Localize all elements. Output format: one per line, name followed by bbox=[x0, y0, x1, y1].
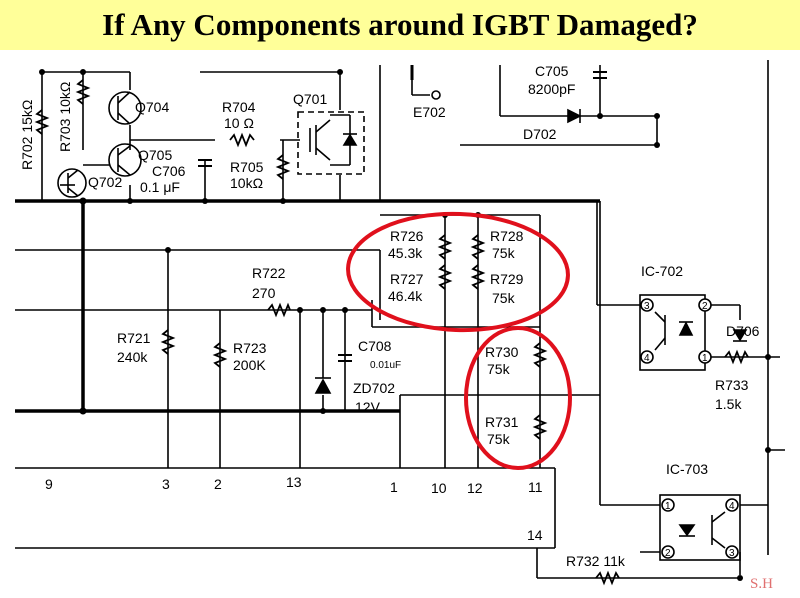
q705-label: Q705 bbox=[138, 147, 172, 163]
r703-label: R703 10kΩ bbox=[57, 82, 73, 152]
c706-value-label: 0.1 μF bbox=[140, 179, 180, 195]
ic703-label: IC-703 bbox=[666, 461, 708, 477]
c705-name-label: C705 bbox=[535, 63, 569, 79]
r726-name-label: R726 bbox=[390, 228, 424, 244]
d702-label: D702 bbox=[523, 126, 557, 142]
ic-pin-11: 11 bbox=[528, 479, 543, 495]
junction-dots bbox=[39, 69, 771, 581]
e702-terminal-icon bbox=[410, 65, 441, 100]
r721-name-label: R721 bbox=[117, 330, 151, 346]
ic703-pin-2: 2 bbox=[665, 548, 671, 559]
transistor-icons bbox=[57, 91, 142, 198]
ic702-pin-3: 3 bbox=[644, 301, 650, 312]
ic-pin-2: 2 bbox=[214, 476, 222, 492]
ic702-pin-1: 1 bbox=[702, 353, 708, 364]
r727-value-label: 46.4k bbox=[388, 288, 423, 304]
r721-value-label: 240k bbox=[117, 349, 148, 365]
zd702-value-label: 12V bbox=[355, 399, 381, 415]
r722-name-label: R722 bbox=[252, 265, 286, 281]
r731-name-label: R731 bbox=[485, 414, 519, 430]
resistors bbox=[34, 79, 749, 586]
r729-value-label: 75k bbox=[492, 290, 516, 306]
zd702-name-label: ZD702 bbox=[353, 380, 395, 396]
ic-pin-1: 1 bbox=[390, 479, 398, 495]
r705-name-label: R705 bbox=[230, 159, 264, 175]
igbt-q701-icon bbox=[297, 111, 365, 175]
r702-label: R702 15kΩ bbox=[19, 100, 35, 170]
highlight-ellipses bbox=[346, 211, 572, 470]
r730-value-label: 75k bbox=[487, 361, 511, 377]
r730-name-label: R730 bbox=[485, 344, 519, 360]
ic-pin-14: 14 bbox=[527, 527, 543, 543]
q701-label: Q701 bbox=[293, 91, 327, 107]
ic703-pin-1: 1 bbox=[665, 501, 671, 512]
r732-label: R732 11k bbox=[566, 553, 626, 569]
ic703-pin-3: 3 bbox=[729, 548, 735, 559]
slide-title: If Any Components around IGBT Damaged? bbox=[102, 7, 698, 42]
r733-value-label: 1.5k bbox=[715, 396, 742, 412]
r704-value-label: 10 Ω bbox=[224, 115, 254, 131]
r705-value-label: 10kΩ bbox=[230, 175, 263, 191]
e702-label: E702 bbox=[413, 104, 446, 120]
ic703-optocoupler-icon bbox=[659, 494, 741, 561]
q702-label: Q702 bbox=[88, 174, 122, 190]
c708-value-label: 0.01uF bbox=[370, 360, 401, 371]
d706-label: D706 bbox=[726, 323, 760, 339]
r704-name-label: R704 bbox=[222, 99, 256, 115]
ic702-pin-4: 4 bbox=[644, 353, 650, 364]
r729-name-label: R729 bbox=[490, 271, 524, 287]
ic-pin-10: 10 bbox=[431, 480, 447, 496]
ic-pin-12: 12 bbox=[467, 480, 483, 496]
r722-value-label: 270 bbox=[252, 285, 276, 301]
ic-pin-9: 9 bbox=[45, 476, 53, 492]
r731-value-label: 75k bbox=[487, 431, 511, 447]
r727-name-label: R727 bbox=[390, 271, 424, 287]
zener-diode-icon bbox=[314, 360, 332, 394]
ic702-label: IC-702 bbox=[641, 263, 683, 279]
d702-diode-icon bbox=[567, 108, 582, 124]
ic703-pin-4: 4 bbox=[729, 501, 735, 512]
r733-name-label: R733 bbox=[715, 377, 749, 393]
r728-name-label: R728 bbox=[490, 228, 524, 244]
r723-value-label: 200K bbox=[233, 357, 266, 373]
r728-value-label: 75k bbox=[492, 245, 516, 261]
c705-value-label: 8200pF bbox=[528, 81, 575, 97]
q704-label: Q704 bbox=[135, 99, 169, 115]
capacitors bbox=[198, 71, 607, 362]
ic-pin-13: 13 bbox=[286, 474, 302, 490]
title-bar: If Any Components around IGBT Damaged? bbox=[0, 0, 800, 50]
ic-pin-3: 3 bbox=[162, 476, 170, 492]
ic702-pin-2: 2 bbox=[702, 301, 708, 312]
c708-name-label: C708 bbox=[358, 338, 392, 354]
r726-value-label: 45.3k bbox=[388, 245, 423, 261]
ic702-optocoupler-icon bbox=[639, 294, 748, 371]
c706-name-label: C706 bbox=[152, 163, 186, 179]
r723-name-label: R723 bbox=[233, 340, 267, 356]
author-signature: S.H bbox=[750, 576, 773, 592]
